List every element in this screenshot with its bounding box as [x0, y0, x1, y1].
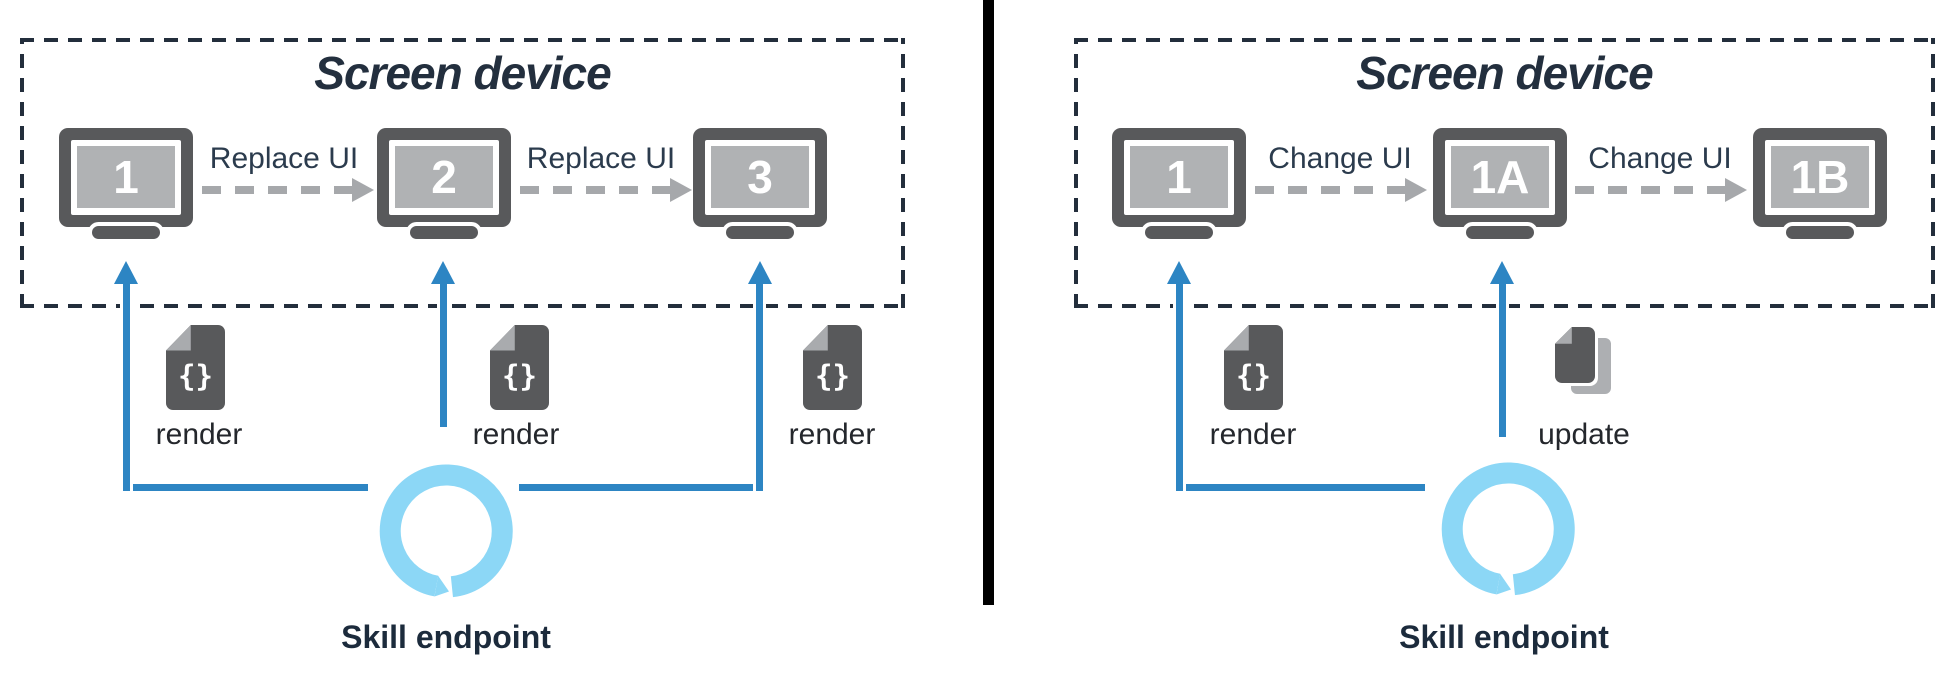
- dashed-arrow-icon: [202, 186, 352, 194]
- transition-label: Replace UI: [209, 142, 359, 175]
- monitor-stand: [1462, 222, 1538, 243]
- dashed-arrow-icon: [1575, 186, 1725, 194]
- dashed-arrowhead-icon: [1725, 178, 1747, 202]
- page-fold-icon: [803, 325, 828, 351]
- panel-divider: [983, 0, 994, 605]
- monitor-icon-3: 3: [693, 128, 827, 243]
- transition-label: Change UI: [1268, 142, 1412, 175]
- skill-endpoint-label: Skill endpoint: [1399, 619, 1609, 655]
- arrow-up-icon: [1499, 283, 1506, 437]
- monitor-label: 2: [431, 151, 457, 203]
- monitor-label: 1A: [1470, 151, 1530, 203]
- page-fold-icon: [166, 325, 191, 351]
- monitor-icon-1a: 1A: [1433, 128, 1567, 243]
- payload-label: render: [155, 418, 243, 451]
- payload-label: render: [1209, 418, 1297, 451]
- page-fold-icon: [490, 325, 515, 351]
- alexa-logo-icon: [379, 464, 513, 598]
- arrow-up-icon: [123, 283, 130, 491]
- arrow-up-icon: [440, 283, 447, 427]
- monitor-screen: [1130, 146, 1228, 208]
- monitor-icon-2: 2: [377, 128, 511, 243]
- json-document-icon: {}: [1224, 325, 1283, 410]
- monitor-icon-1: 1: [59, 128, 193, 243]
- monitor-label: 1B: [1790, 151, 1850, 203]
- dashed-arrowhead-icon: [670, 178, 692, 202]
- transition-label: Replace UI: [526, 142, 676, 175]
- json-braces-glyph: {}: [178, 359, 213, 393]
- arrowhead-up-icon: [1167, 261, 1191, 284]
- monitor-icon-1b: 1B: [1753, 128, 1887, 243]
- payload-label: render: [472, 418, 560, 451]
- page-fold-icon: [1224, 325, 1249, 351]
- arrow-up-icon: [1176, 283, 1183, 491]
- arrow-up-icon: [756, 283, 763, 491]
- payload-label: render: [788, 418, 876, 451]
- endpoint-connector-line: [123, 484, 368, 491]
- dashed-arrow-icon: [1255, 186, 1405, 194]
- arrowhead-up-icon: [1490, 261, 1514, 284]
- skill-endpoint-label: Skill endpoint: [341, 619, 551, 655]
- monitor-stand: [1141, 222, 1217, 243]
- update-documents-icon: [1552, 324, 1611, 395]
- json-document-icon: {}: [490, 325, 549, 410]
- monitor-screen: [395, 146, 493, 208]
- monitor-stand: [1782, 222, 1858, 243]
- monitor-stand: [406, 222, 482, 243]
- arrowhead-up-icon: [431, 261, 455, 284]
- dashed-arrowhead-icon: [1405, 178, 1427, 202]
- page-fold-icon: [1555, 327, 1572, 344]
- json-braces-glyph: {}: [1236, 359, 1271, 393]
- monitor-label: 1: [1166, 151, 1192, 203]
- monitor-screen: [711, 146, 809, 208]
- arrowhead-up-icon: [114, 261, 138, 284]
- endpoint-connector-line: [519, 484, 764, 491]
- json-document-icon: {}: [166, 325, 225, 410]
- arrowhead-up-icon: [748, 261, 772, 284]
- monitor-screen: [77, 146, 175, 208]
- right-panel-title: Screen device: [1356, 47, 1653, 99]
- transition-label: Change UI: [1588, 142, 1732, 175]
- dashed-arrow-icon: [520, 186, 670, 194]
- monitor-screen: [1451, 146, 1549, 208]
- json-braces-glyph: {}: [502, 359, 537, 393]
- json-braces-glyph: {}: [815, 359, 850, 393]
- payload-label: update: [1538, 418, 1630, 451]
- monitor-label: 1: [113, 151, 139, 203]
- alexa-logo-icon: [1441, 462, 1575, 596]
- monitor-stand: [88, 222, 164, 243]
- json-document-icon: {}: [803, 325, 862, 410]
- left-panel-title: Screen device: [314, 47, 611, 99]
- dashed-arrowhead-icon: [352, 178, 374, 202]
- monitor-label: 3: [747, 151, 773, 203]
- monitor-icon-1: 1: [1112, 128, 1246, 243]
- monitor-stand: [722, 222, 798, 243]
- endpoint-connector-line: [1176, 484, 1425, 491]
- monitor-screen: [1771, 146, 1869, 208]
